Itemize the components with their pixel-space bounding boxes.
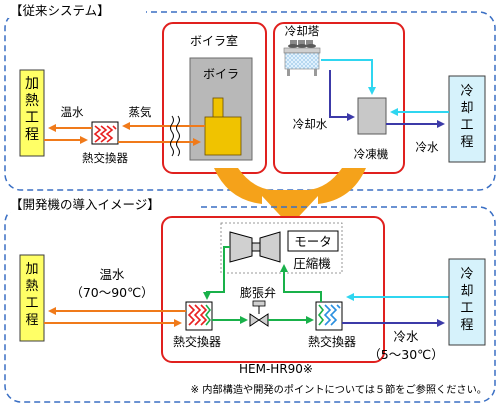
boiler-room-label: ボイラ室 xyxy=(190,33,238,48)
boiler-body xyxy=(204,116,242,156)
chiller-label: 冷凍機 xyxy=(354,147,389,161)
cooling-tower-label: 冷却塔 xyxy=(285,24,320,38)
heat-exchanger-right-icon xyxy=(315,301,343,331)
heat-exchanger-left-label: 熱交換器 xyxy=(173,334,221,349)
heating-process-box-new xyxy=(19,254,45,342)
cooling-process-label: 冷却工程 xyxy=(460,84,473,150)
heat-exchanger-right-label: 熱交換器 xyxy=(308,334,356,349)
steam-wavy-icon xyxy=(170,115,180,157)
motor-box xyxy=(287,230,339,252)
cold-water-range-label: （5～30℃） xyxy=(368,347,443,362)
heating-process-label: 加熱工程 xyxy=(25,76,39,143)
boiler-flue xyxy=(212,97,224,119)
chiller-box xyxy=(357,97,387,135)
refrigerant-line-suction xyxy=(280,264,322,302)
cooling-process-box-new xyxy=(448,258,486,346)
steam-label: 蒸気 xyxy=(129,105,152,119)
hot-water-range-label: （70～90℃） xyxy=(70,285,153,300)
heat-exchanger-left-icon xyxy=(185,301,213,331)
conventional-section-title: 【従来システム】 xyxy=(10,3,110,18)
merge-arrow xyxy=(214,168,366,226)
compressor-icon xyxy=(229,231,281,263)
hot-water-label: 温水 xyxy=(61,105,84,119)
new-section-title: 【開発機の導入イメージ】 xyxy=(10,197,160,212)
expansion-valve-icon xyxy=(249,300,269,327)
cooling-water-line-supply xyxy=(321,59,376,95)
new-section-border xyxy=(4,206,496,403)
cooling-water-label: 冷却水 xyxy=(293,117,328,131)
boiler-label: ボイラ xyxy=(203,67,239,81)
cold-water-label-new: 冷水 xyxy=(393,329,419,344)
refrigerant-line-discharge xyxy=(203,246,230,300)
cooling-process-box xyxy=(448,75,486,163)
cold-water-label: 冷水 xyxy=(416,140,439,154)
heating-process-label-new: 加熱工程 xyxy=(25,262,38,328)
hot-water-label-new: 温水 xyxy=(99,267,125,282)
compressor-group xyxy=(220,222,343,274)
compressor-label: 圧縮機 xyxy=(293,256,331,271)
motor-label: モータ xyxy=(294,234,332,249)
heat-exchanger-label: 熱交換器 xyxy=(82,151,128,165)
heat-exchanger-icon xyxy=(91,121,119,145)
footnote: ※ 内部構造や開発のポイントについては５節をご参照ください。 xyxy=(190,383,487,396)
heating-process-box xyxy=(19,69,45,157)
cooling-water-line-return-visible xyxy=(329,70,355,121)
product-name: HEM-HR90※ xyxy=(239,362,313,376)
cooling-process-label-new: 冷却工程 xyxy=(460,267,473,333)
cooling-tower-icon xyxy=(283,40,321,76)
expansion-valve-label: 膨張弁 xyxy=(240,285,276,300)
